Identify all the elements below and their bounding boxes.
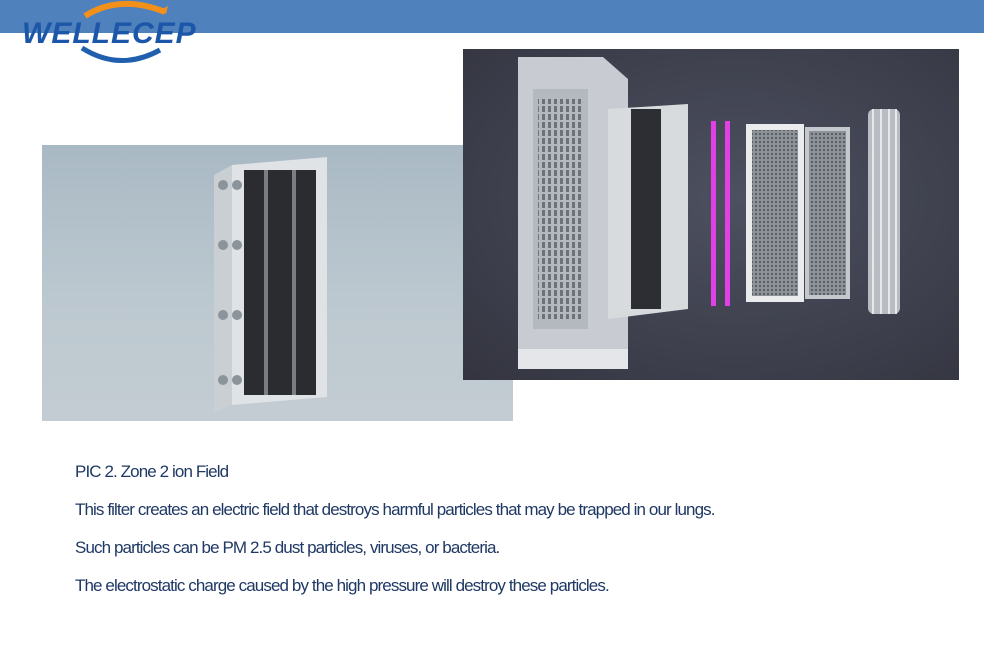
wellecep-logo: WELLECEP xyxy=(22,1,197,63)
ion-field-module-photo xyxy=(42,145,513,421)
purifier-exploded-view-photo xyxy=(463,49,959,380)
header-bar xyxy=(0,0,984,33)
caption-line-3: The electrostatic charge caused by the h… xyxy=(75,576,610,595)
svg-text:WELLECEP: WELLECEP xyxy=(22,17,197,50)
caption-title: PIC 2. Zone 2 ion Field xyxy=(75,462,229,481)
caption-line-1: This filter creates an electric field th… xyxy=(75,500,715,519)
caption-line-2: Such particles can be PM 2.5 dust partic… xyxy=(75,538,500,557)
